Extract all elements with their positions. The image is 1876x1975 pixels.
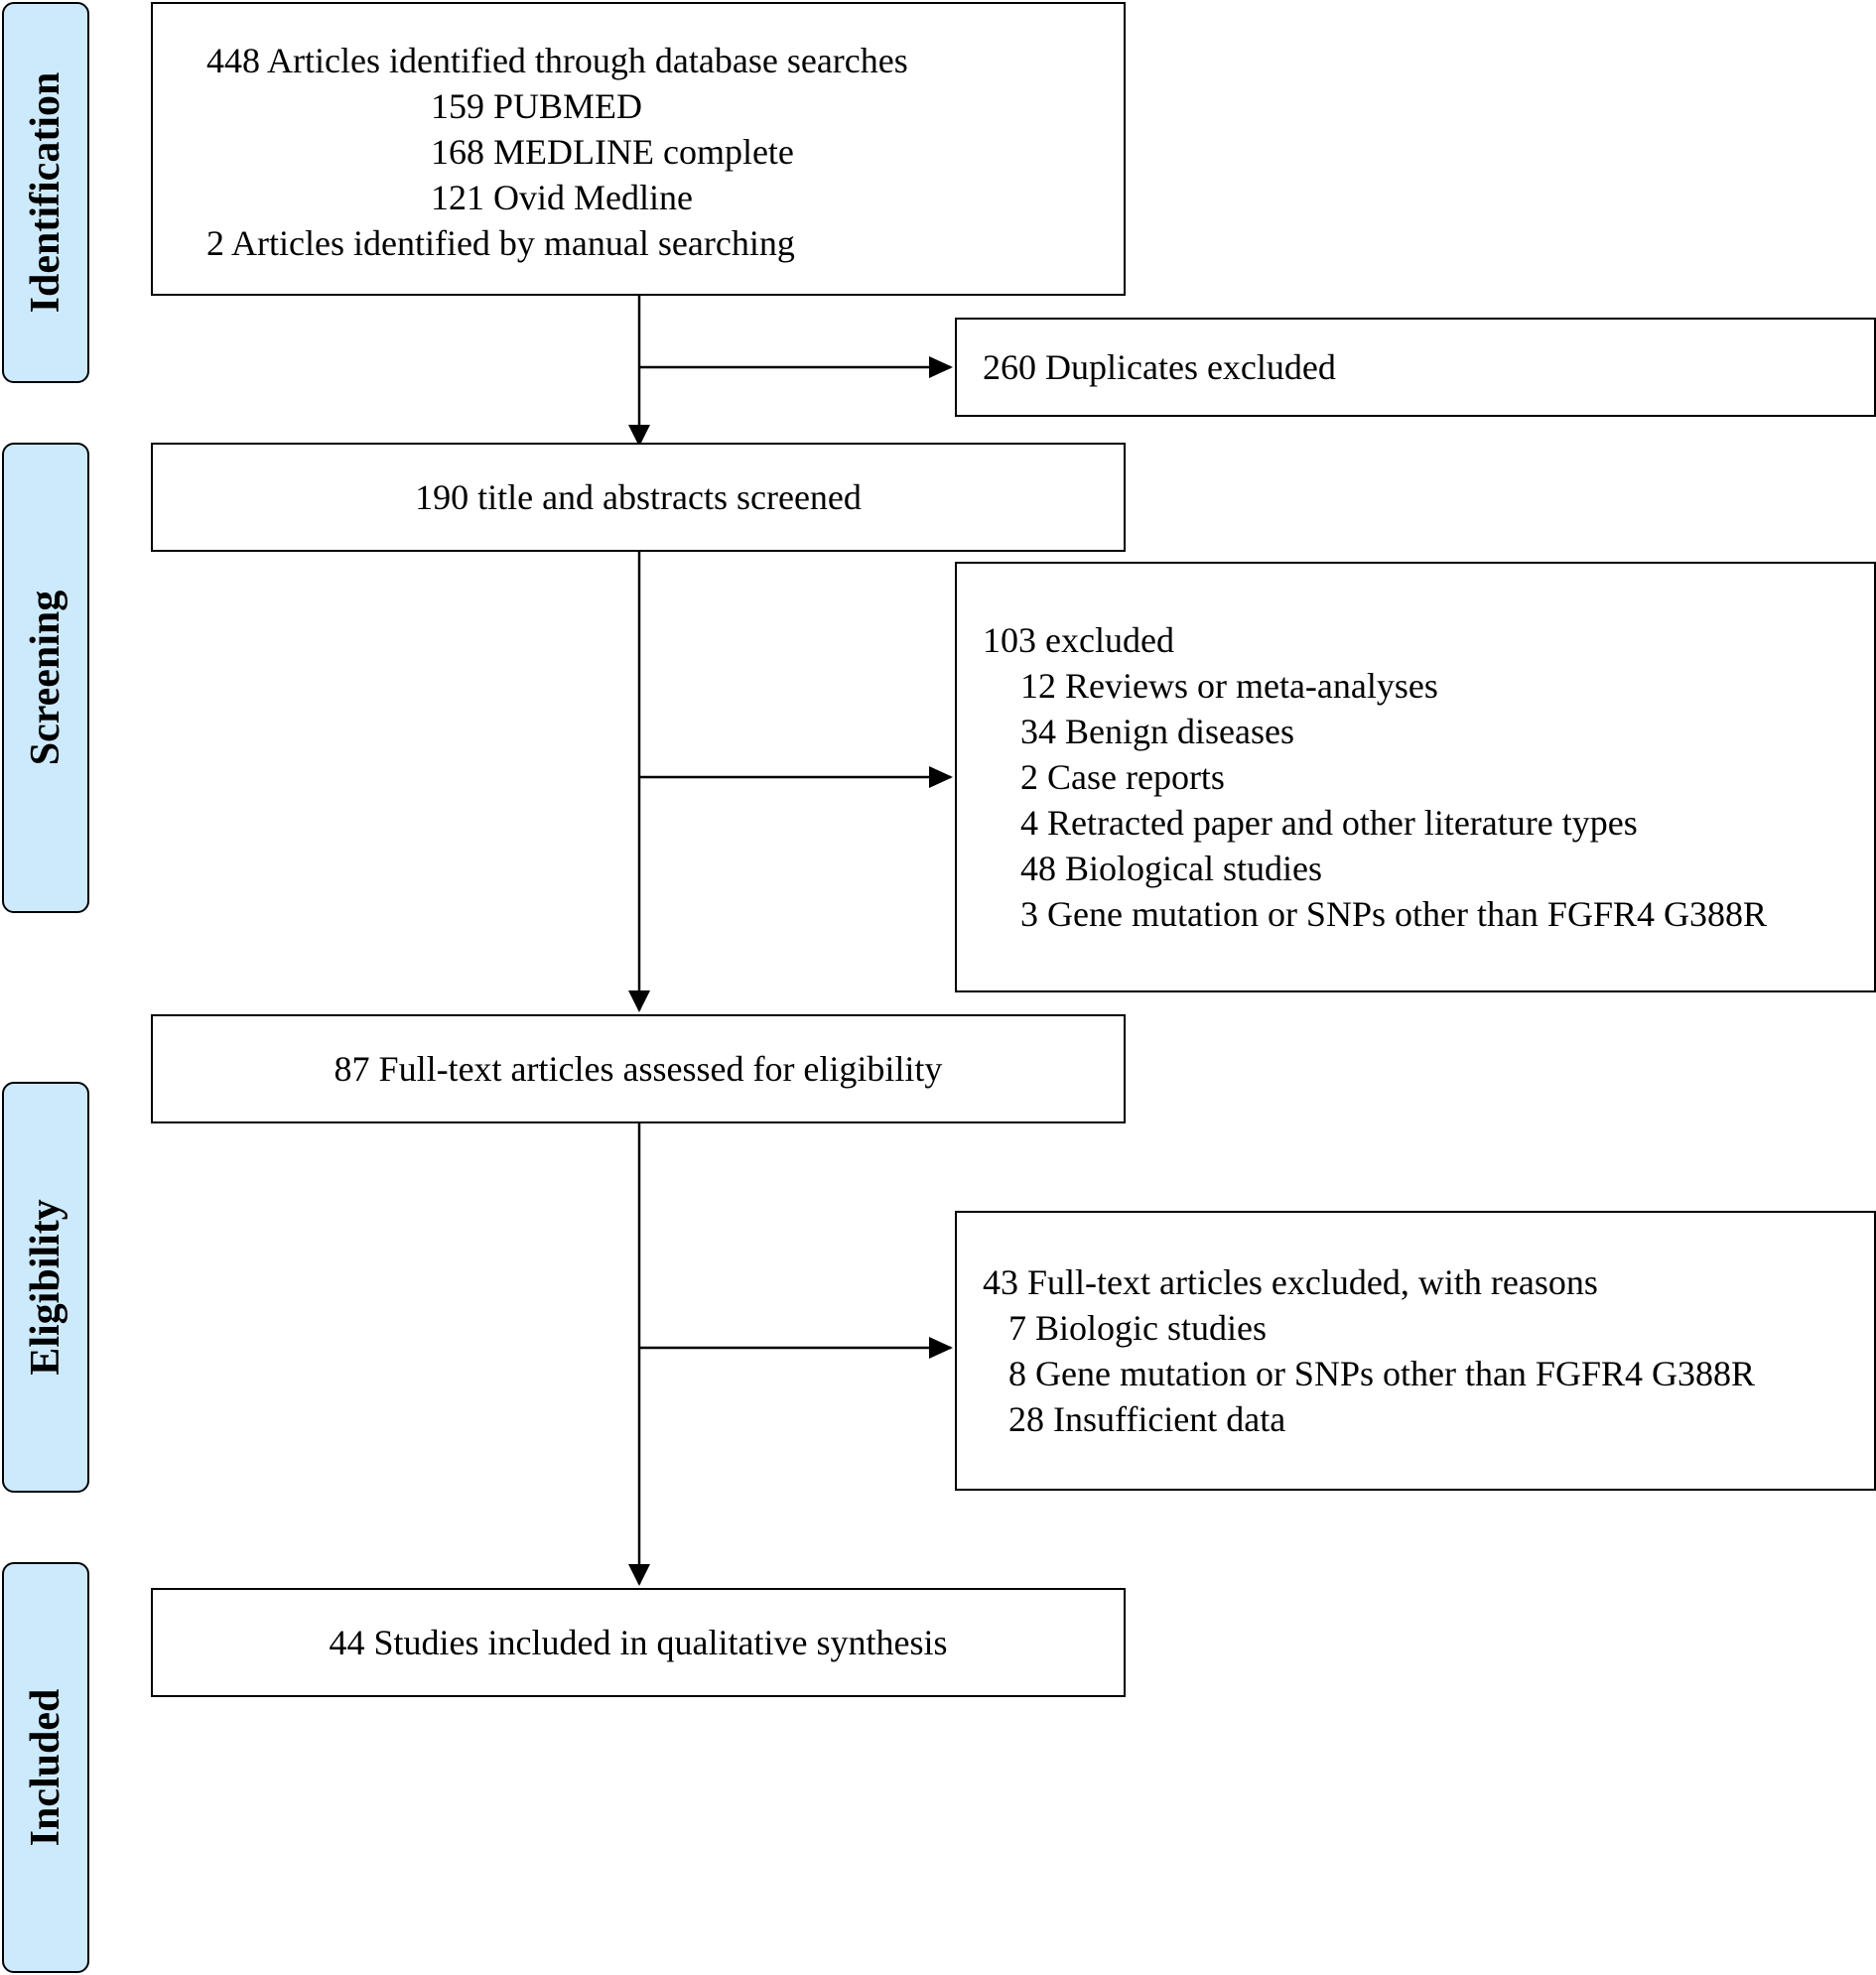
- screen-excluded-box: 103 excluded 12 Reviews or meta-analyses…: [955, 562, 1876, 992]
- fulltext-excluded-title: 43 Full-text articles excluded, with rea…: [983, 1262, 1598, 1302]
- screen-reason: 3 Gene mutation or SNPs other than FGFR4…: [1020, 894, 1767, 934]
- screen-excluded-title: 103 excluded: [983, 620, 1174, 660]
- included-box: 44 Studies included in qualitative synth…: [151, 1588, 1126, 1697]
- included-text: 44 Studies included in qualitative synth…: [329, 1623, 948, 1662]
- screen-reason: 4 Retracted paper and other literature t…: [1020, 803, 1638, 843]
- screen-reason: 2 Case reports: [1020, 757, 1225, 797]
- screen-reason: 12 Reviews or meta-analyses: [1020, 666, 1438, 706]
- identification-box: 448 Articles identified through database…: [151, 2, 1126, 296]
- screened-box: 190 title and abstracts screened: [151, 443, 1126, 552]
- phase-included: Included: [2, 1562, 89, 1973]
- fulltext-text: 87 Full-text articles assessed for eligi…: [334, 1049, 943, 1089]
- phase-screening: Screening: [2, 443, 89, 913]
- screen-reason: 48 Biological studies: [1020, 849, 1322, 888]
- source-medline-complete: 168 MEDLINE complete: [431, 132, 794, 172]
- fulltext-reason: 8 Gene mutation or SNPs other than FGFR4…: [1008, 1354, 1755, 1393]
- screen-reason: 34 Benign diseases: [1020, 712, 1294, 751]
- manual-search-count: 2 Articles identified by manual searchin…: [206, 223, 795, 263]
- phase-eligibility: Eligibility: [2, 1082, 89, 1493]
- duplicates-box: 260 Duplicates excluded: [955, 318, 1876, 417]
- phase-identification: Identification: [2, 2, 89, 383]
- fulltext-reason: 7 Biologic studies: [1008, 1308, 1267, 1348]
- screened-text: 190 title and abstracts screened: [415, 477, 862, 517]
- fulltext-excluded-box: 43 Full-text articles excluded, with rea…: [955, 1211, 1876, 1491]
- duplicates-text: 260 Duplicates excluded: [983, 347, 1336, 387]
- fulltext-box: 87 Full-text articles assessed for eligi…: [151, 1014, 1126, 1123]
- fulltext-reason: 28 Insufficient data: [1008, 1399, 1286, 1439]
- source-pubmed: 159 PUBMED: [431, 86, 643, 126]
- source-ovid-medline: 121 Ovid Medline: [431, 178, 693, 217]
- db-search-count: 448 Articles identified through database…: [206, 41, 908, 80]
